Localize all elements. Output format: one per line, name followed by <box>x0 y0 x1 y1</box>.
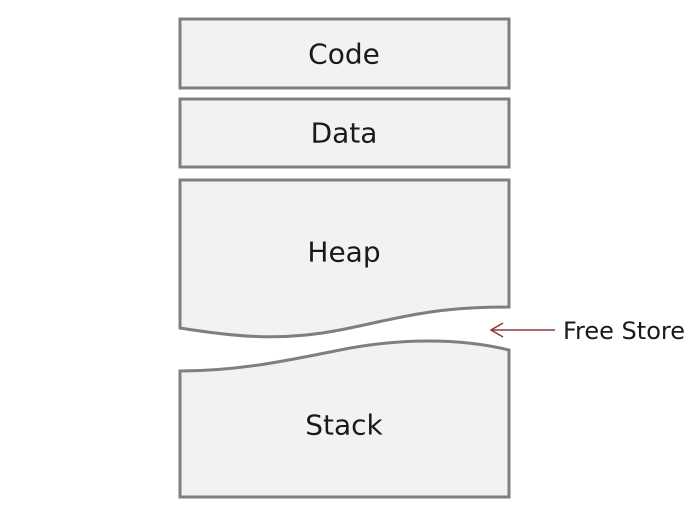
stack-segment: Stack <box>178 339 511 499</box>
free-store-annotation: Free Store <box>489 317 685 345</box>
stack-segment-shape <box>178 339 511 499</box>
heap-segment-label: Heap <box>307 236 380 269</box>
free-store-label: Free Store <box>563 317 685 345</box>
data-segment: Data <box>178 97 511 169</box>
stack-segment-label: Stack <box>305 409 383 442</box>
free-store-arrow <box>489 322 555 338</box>
heap-segment-shape <box>178 178 511 339</box>
code-segment-label: Code <box>308 38 380 71</box>
data-segment-label: Data <box>311 117 378 150</box>
heap-segment: Heap <box>178 178 511 339</box>
data-segment-box <box>178 97 511 169</box>
code-segment: Code <box>178 17 511 90</box>
code-segment-box <box>178 17 511 90</box>
